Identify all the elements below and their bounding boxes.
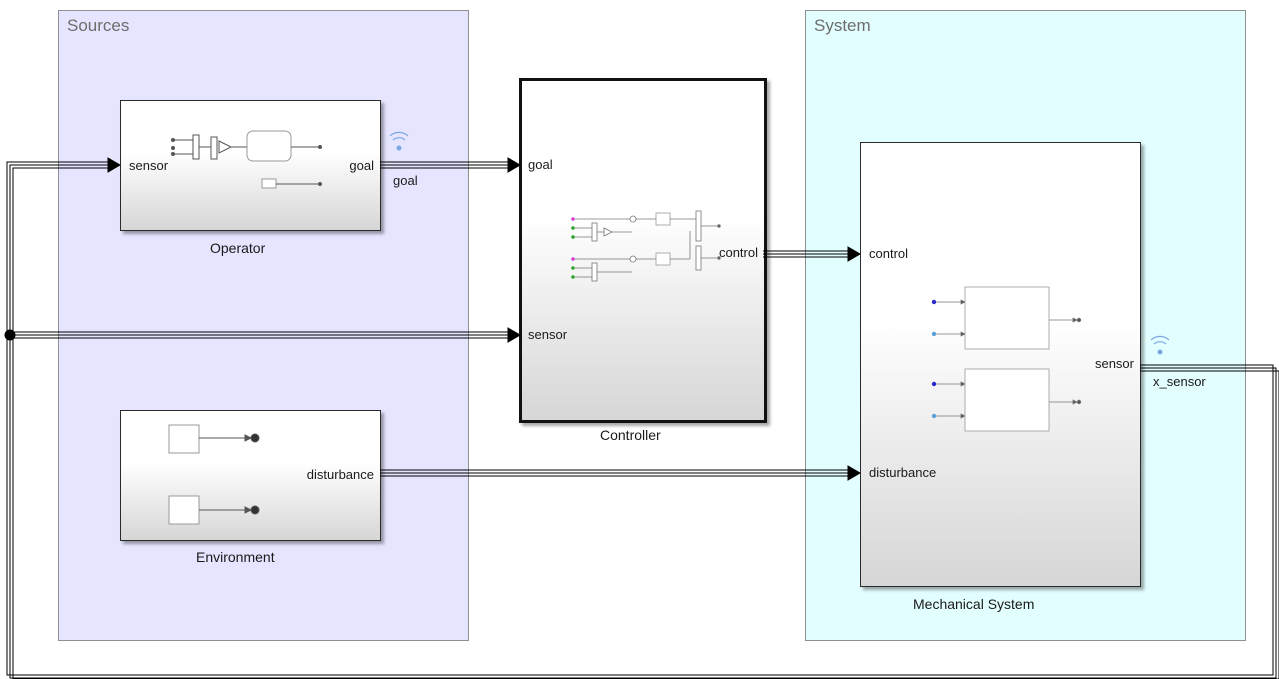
controller-internal-diagram-icon bbox=[571, 210, 721, 282]
controller-block-name: Controller bbox=[600, 427, 661, 443]
mechanical-control-port[interactable]: control bbox=[869, 246, 909, 261]
sensor-feedback-line[interactable] bbox=[4, 157, 1279, 679]
operator-goal-port[interactable]: goal bbox=[349, 158, 374, 173]
controller-control-port[interactable]: control bbox=[718, 245, 758, 260]
environment-block-name: Environment bbox=[196, 549, 275, 565]
goal-signal-label[interactable]: goal bbox=[393, 173, 418, 188]
sources-area-title: Sources bbox=[67, 16, 130, 35]
x-sensor-logging-icon[interactable] bbox=[1150, 335, 1170, 355]
operator-block[interactable]: sensor goal bbox=[120, 100, 381, 231]
mechanical-block-name: Mechanical System bbox=[913, 596, 1035, 612]
environment-block[interactable]: disturbance bbox=[120, 410, 381, 541]
controller-goal-port[interactable]: goal bbox=[528, 157, 553, 172]
controller-sensor-port[interactable]: sensor bbox=[528, 327, 568, 342]
operator-internal-diagram-icon bbox=[171, 130, 322, 189]
goal-logging-icon[interactable] bbox=[389, 131, 409, 151]
goal-signal-line[interactable] bbox=[380, 157, 521, 173]
disturbance-signal-line[interactable] bbox=[380, 465, 861, 481]
environment-internal-diagram-icon bbox=[168, 424, 260, 525]
control-signal-line[interactable] bbox=[763, 246, 861, 262]
mechanical-disturbance-port[interactable]: disturbance bbox=[869, 465, 937, 480]
mechanical-internal-diagram-icon bbox=[931, 286, 1082, 432]
mechanical-sensor-port[interactable]: sensor bbox=[1094, 356, 1134, 371]
operator-block-name: Operator bbox=[210, 240, 266, 256]
environment-disturbance-port[interactable]: disturbance bbox=[306, 467, 374, 482]
x-sensor-signal-label[interactable]: x_sensor bbox=[1153, 374, 1206, 389]
system-area-title: System bbox=[814, 16, 871, 35]
branch-point bbox=[4, 329, 16, 341]
operator-sensor-port[interactable]: sensor bbox=[129, 158, 169, 173]
